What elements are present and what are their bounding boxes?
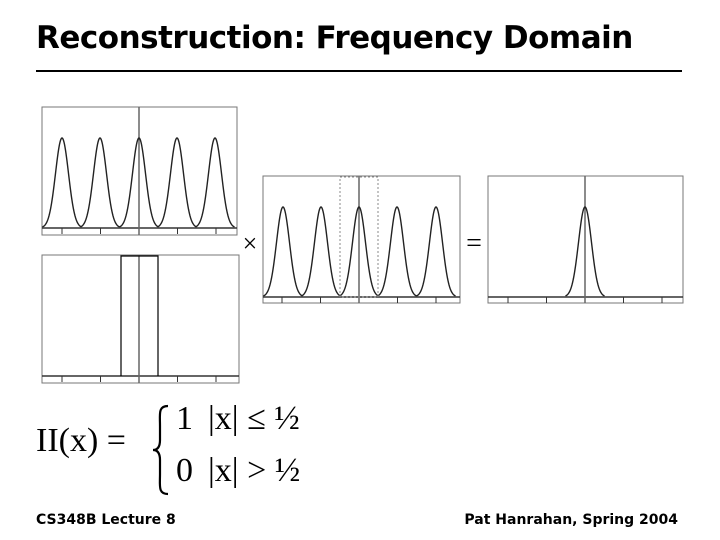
equals-operator: = (466, 228, 482, 259)
slide-title: Reconstruction: Frequency Domain (36, 20, 633, 56)
footer-author: Pat Hanrahan, Spring 2004 (464, 512, 678, 528)
footer-lecture: CS348B Lecture 8 (36, 512, 176, 528)
gaussian-peak (377, 206, 417, 297)
equation-lhs: II(x) = (36, 422, 126, 459)
gaussian-peak (42, 137, 82, 228)
case-1-value: 1 (176, 400, 193, 437)
gaussian-peak (263, 206, 303, 297)
gaussian-peak (416, 206, 456, 297)
case-2-condition: |x| > ½ (208, 452, 301, 489)
box-filter (120, 255, 159, 376)
sampled-spectrum-plot (41, 106, 238, 236)
gaussian-peak (195, 137, 235, 228)
times-operator: × (243, 229, 258, 258)
brace-icon (152, 404, 169, 496)
gaussian-peak (565, 206, 605, 297)
plot-frame (262, 175, 461, 304)
spectrum-with-filter-plot (262, 175, 461, 304)
reconstructed-spectrum-plot (487, 175, 684, 304)
gaussian-peak (80, 137, 120, 228)
plot-frame (41, 254, 240, 384)
gaussian-peak (301, 206, 341, 297)
gaussian-peak (339, 206, 379, 297)
title-divider (36, 70, 682, 72)
case-2-value: 0 (176, 452, 193, 489)
box-filter-plot (41, 254, 240, 384)
case-1-condition: |x| ≤ ½ (208, 400, 300, 437)
gaussian-peak (119, 137, 159, 228)
gaussian-peak (157, 137, 197, 228)
filter-window (339, 176, 379, 298)
